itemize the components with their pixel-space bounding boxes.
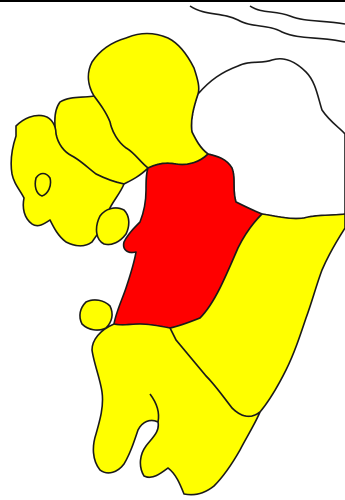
kagoshima-bay-coastline	[149, 393, 160, 423]
region-amakusa[interactable]	[79, 299, 113, 331]
honshu-coastline-lower	[249, 5, 345, 25]
region-kagoshima[interactable]	[91, 323, 261, 496]
honshu-coastline	[189, 5, 345, 43]
region-shimabara[interactable]	[95, 207, 130, 246]
